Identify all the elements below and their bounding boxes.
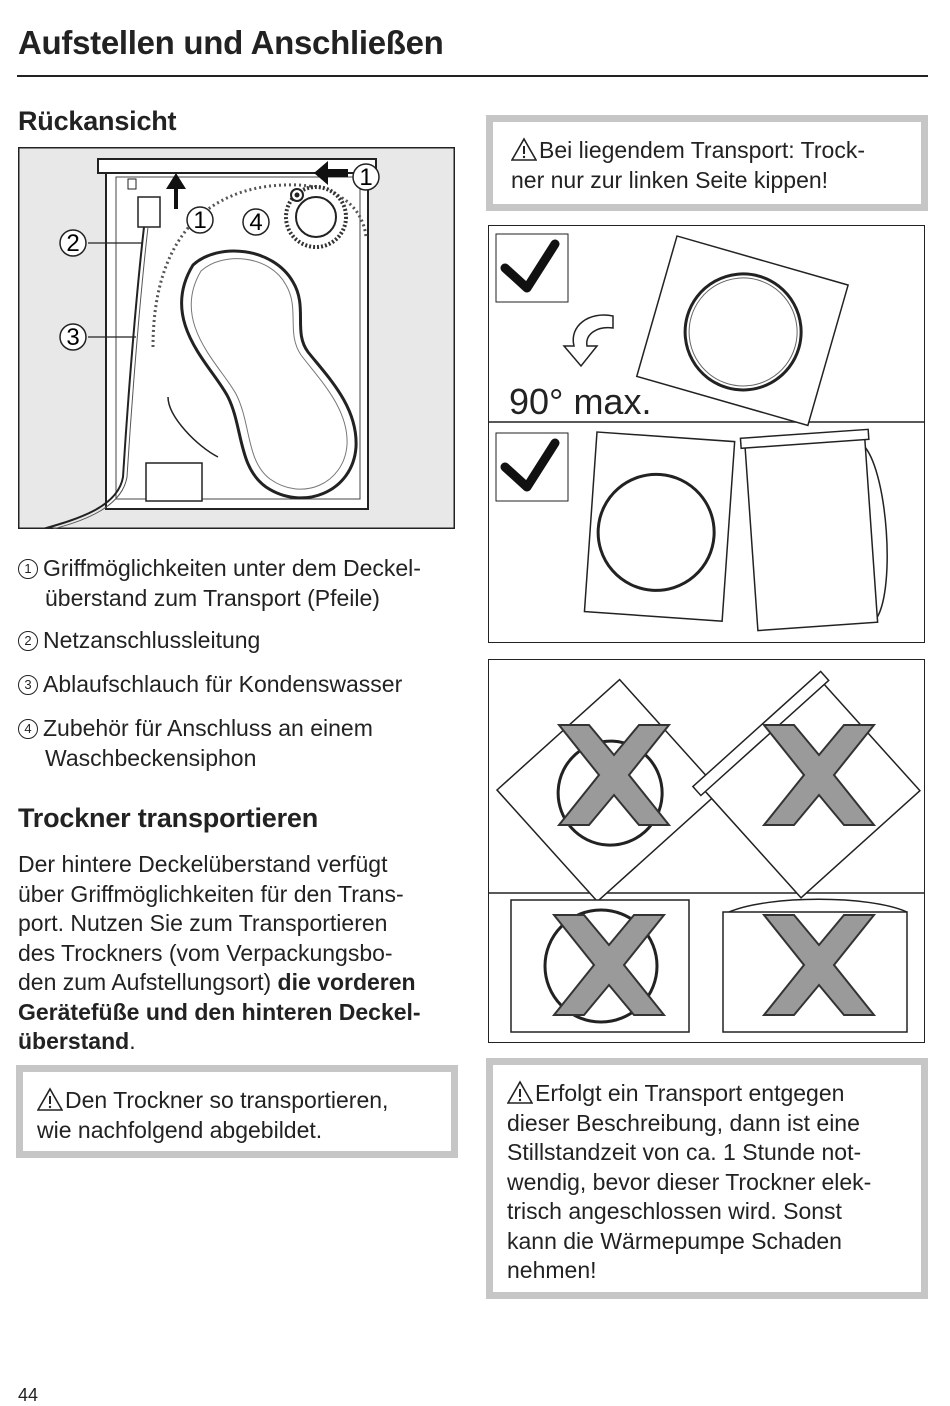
correct-transport-figure: 90° max. bbox=[488, 225, 925, 643]
legend-text: Ablaufschlauch für Kondenswasser bbox=[43, 671, 403, 697]
legend-number: 1 bbox=[18, 559, 38, 579]
page-title: Aufstellen und Anschließen bbox=[18, 24, 444, 61]
warning-text: ner nur zur linken Seite kippen! bbox=[511, 166, 829, 193]
warning-icon bbox=[507, 1080, 533, 1104]
callout-2: 2 bbox=[66, 230, 79, 257]
warning-line: Bei liegendem Transport: Trock- bbox=[511, 136, 921, 166]
warning-text: nehmen! bbox=[507, 1257, 597, 1283]
paragraph-line: port. Nutzen Sie zum Transportieren bbox=[18, 910, 388, 936]
check-icon bbox=[500, 438, 560, 492]
rear-view-figure: 1 1 2 3 4 bbox=[18, 147, 455, 530]
paragraph-bold: die vorderen bbox=[277, 969, 416, 995]
warning-text: Erfolgt ein Transport entgegen bbox=[535, 1080, 845, 1106]
warning-line: Den Trockner so transportieren, bbox=[37, 1086, 451, 1116]
paragraph-text: . bbox=[129, 1028, 136, 1054]
standstill-warning-box: Erfolgt ein Transport entgegen dieser Be… bbox=[486, 1058, 928, 1299]
warning-text: wendig, bevor dieser Trockner elek- bbox=[507, 1168, 872, 1195]
tilt-warning-box: Bei liegendem Transport: Trock- ner nur … bbox=[486, 115, 928, 211]
warning-text: Stillstandzeit von ca. 1 Stunde not- bbox=[507, 1139, 862, 1165]
transport-warning-box: Den Trockner so transportieren, wie nach… bbox=[16, 1065, 458, 1158]
warning-text: wie nachfolgend abgebildet. bbox=[37, 1116, 323, 1143]
correct-transport-illustration: 90° max. bbox=[489, 233, 924, 632]
dryer-rear-illustration: 1 1 2 3 4 bbox=[18, 147, 455, 530]
legend-number: 4 bbox=[18, 719, 38, 739]
callout-4: 4 bbox=[249, 209, 262, 236]
cross-icon bbox=[551, 724, 877, 1016]
warning-line: Erfolgt ein Transport entgegen bbox=[507, 1079, 921, 1109]
rear-view-heading: Rückansicht bbox=[18, 106, 177, 136]
check-icon bbox=[500, 239, 560, 293]
warning-icon bbox=[37, 1087, 63, 1111]
title-rule bbox=[17, 75, 928, 77]
paragraph-line: über Griffmöglichkeiten für den Trans- bbox=[18, 880, 404, 907]
paragraph-text: den zum Aufstellungsort) bbox=[18, 969, 278, 995]
paragraph-bold: Gerätefüße und den hinteren Deckel- bbox=[18, 998, 421, 1025]
legend-text: Netzanschlussleitung bbox=[43, 627, 261, 653]
tilt-label: 90° max. bbox=[509, 381, 651, 422]
wrong-transport-figure bbox=[488, 659, 925, 1043]
paragraph-line: Der hintere Deckelüberstand verfügt bbox=[18, 851, 388, 877]
paragraph-line: überstand. bbox=[18, 1027, 458, 1057]
legend-number: 2 bbox=[18, 631, 38, 651]
callout-1-right: 1 bbox=[359, 164, 372, 191]
legend-text-cont: Waschbeckensiphon bbox=[45, 745, 257, 771]
warning-text: dieser Beschreibung, dann ist eine bbox=[507, 1109, 860, 1136]
warning-text: Bei liegendem Transport: Trock- bbox=[539, 137, 865, 163]
legend-number: 3 bbox=[18, 675, 38, 695]
wrong-transport-illustration bbox=[489, 670, 924, 1033]
warning-icon bbox=[511, 137, 537, 161]
legend-text-cont: überstand zum Transport (Pfeile) bbox=[45, 585, 380, 611]
warning-text: kann die Wärmepumpe Schaden bbox=[507, 1227, 842, 1254]
paragraph-line: den zum Aufstellungsort) die vorderen bbox=[18, 968, 458, 998]
paragraph-line: des Trockners (vom Verpackungsbo- bbox=[18, 939, 393, 966]
paragraph-line: Gerätefüße und den hinteren Deckel- bbox=[18, 998, 458, 1028]
callout-1-left: 1 bbox=[193, 207, 206, 234]
paragraph-bold: überstand bbox=[18, 1028, 130, 1054]
callout-3: 3 bbox=[66, 324, 79, 351]
transport-paragraph: Der hintere Deckelüberstand verfügt über… bbox=[18, 850, 458, 1057]
legend-text: Zubehör für Anschluss an einem bbox=[43, 715, 373, 741]
page-number: 44 bbox=[18, 1385, 39, 1405]
warning-text: Den Trockner so transportieren, bbox=[65, 1087, 389, 1113]
transport-heading: Trockner transportieren bbox=[18, 803, 318, 833]
legend-text: Griffmöglichkeiten unter dem Deckel- bbox=[43, 555, 421, 581]
warning-text: trisch angeschlossen wird. Sonst bbox=[507, 1198, 842, 1224]
